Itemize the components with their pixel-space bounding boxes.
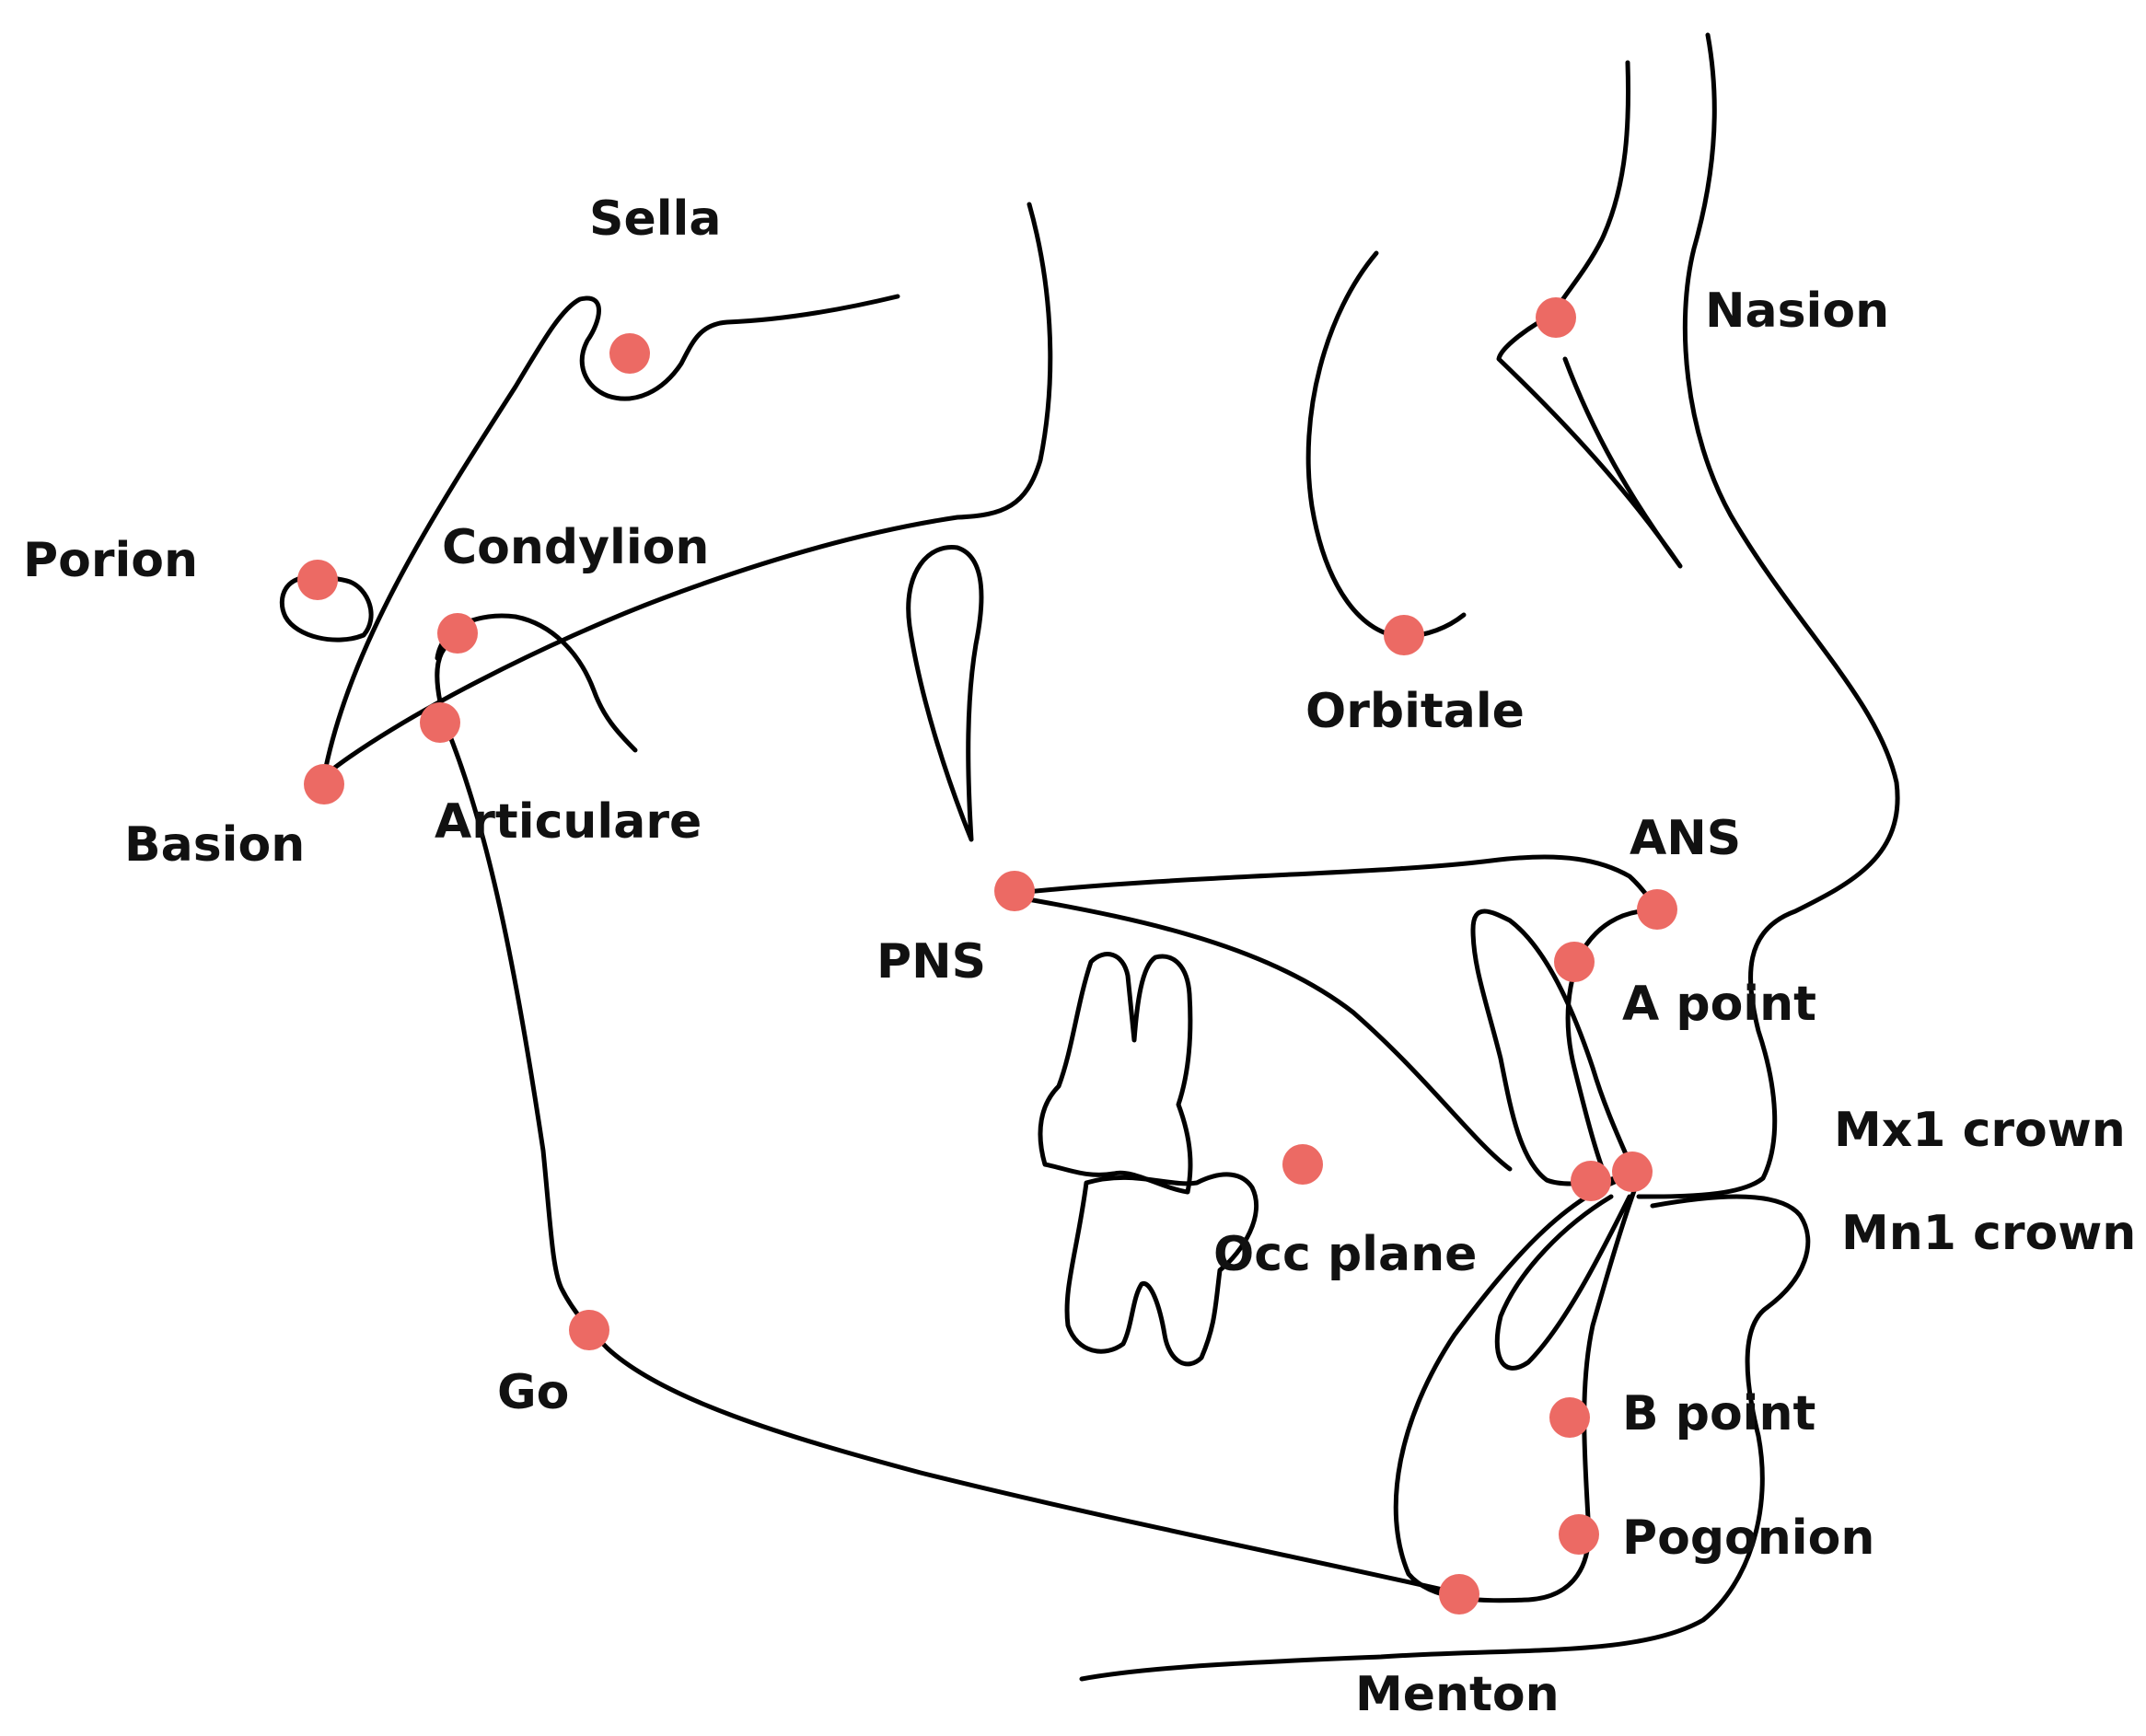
label-porion: Porion	[23, 533, 198, 588]
pterygomaxillary-fissure	[906, 544, 984, 842]
palatal-plane-outline	[1015, 854, 1665, 914]
label-go: Go	[497, 1365, 569, 1420]
label-b-point: B point	[1622, 1386, 1815, 1441]
nasal-bone-outline	[1496, 60, 1683, 569]
label-articulare: Articulare	[435, 794, 702, 850]
nasal-profile-outline	[1636, 32, 1900, 1199]
label-mn1-crown: Mn1 crown	[1841, 1206, 2136, 1261]
label-condylion: Condylion	[442, 520, 709, 575]
label-pogonion: Pogonion	[1622, 1510, 1874, 1566]
landmark-points	[297, 297, 1677, 1614]
label-pns: PNS	[876, 934, 986, 990]
maxilla-lower-outline	[1015, 895, 1513, 1172]
label-ans: ANS	[1630, 811, 1741, 866]
landmark-pogonion	[1559, 1514, 1599, 1555]
upper-molar-outline	[1038, 952, 1193, 1195]
upper-incisor-outline	[1470, 909, 1637, 1186]
landmark-mx1-crown	[1571, 1161, 1611, 1201]
landmark-porion	[297, 560, 338, 600]
landmark-basion	[304, 764, 344, 804]
landmark-sella	[609, 333, 650, 374]
landmark-pns	[994, 871, 1035, 911]
label-basion: Basion	[124, 817, 305, 873]
landmark-mn1-crown	[1612, 1152, 1653, 1192]
posterior-cranium-outline	[321, 202, 1053, 779]
porion-ear-outline	[279, 574, 374, 642]
lower-incisor-root	[1494, 1194, 1632, 1371]
landmark-articulare	[420, 702, 460, 743]
label-mx1-crown: Mx1 crown	[1834, 1103, 2126, 1158]
label-orbitale: Orbitale	[1305, 684, 1525, 739]
landmark-orbitale	[1384, 615, 1424, 655]
label-sella: Sella	[589, 191, 721, 247]
orbit-outline	[1305, 250, 1467, 640]
symphysis-outline	[1393, 1174, 1641, 1603]
landmark-a-point	[1554, 942, 1595, 982]
landmark-b-point	[1549, 1397, 1590, 1438]
landmark-occ-plane	[1282, 1144, 1323, 1185]
label-nasion: Nasion	[1705, 284, 1889, 339]
landmark-condylion	[437, 613, 478, 654]
label-a-point: A point	[1622, 977, 1816, 1032]
sella-turcica-outline	[321, 294, 900, 779]
lower-molar-outline	[1064, 1172, 1259, 1367]
landmark-nasion	[1536, 297, 1576, 338]
chin-soft-tissue-outline	[1079, 1194, 1811, 1682]
landmark-labels: Sella Nasion Porion Condylion Orbitale B…	[23, 191, 2136, 1722]
landmark-menton	[1439, 1574, 1479, 1614]
label-menton: Menton	[1355, 1667, 1560, 1722]
label-occ-plane: Occ plane	[1213, 1227, 1477, 1282]
anterior-maxilla-outline	[1565, 908, 1665, 1170]
mandible-outline	[435, 637, 1457, 1595]
landmark-ans	[1637, 889, 1677, 930]
landmark-go	[569, 1310, 609, 1350]
